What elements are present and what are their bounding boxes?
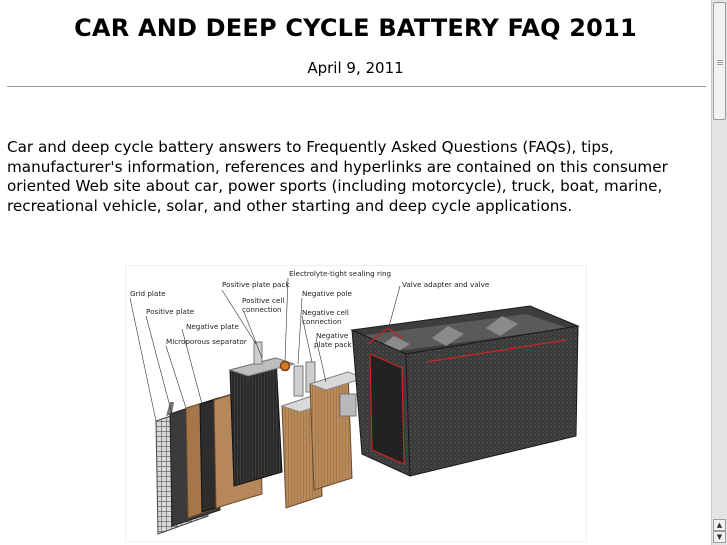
triangle-down-icon: ▼	[716, 533, 723, 541]
battery-cutaway-diagram: Grid plate Positive plate Negative plate…	[125, 265, 587, 542]
page-title: CAR AND DEEP CYCLE BATTERY FAQ 2011	[74, 14, 637, 42]
page-date: April 9, 2011	[307, 59, 404, 77]
battery-case-shape	[350, 305, 580, 477]
label-negative-cell-connection-1: Negative cell	[302, 308, 349, 317]
horizontal-rule	[7, 86, 706, 87]
label-microporous-separator: Microporous separator	[166, 337, 247, 346]
label-grid-plate: Grid plate	[130, 289, 166, 298]
scrollbar-grip-line	[717, 64, 723, 65]
label-positive-cell-connection-1: Positive cell	[242, 296, 284, 305]
label-negative-cell-connection-2: connection	[302, 317, 342, 326]
scroll-down-button[interactable]: ▼	[713, 531, 726, 543]
vertical-scrollbar[interactable]: ▲ ▼	[711, 0, 727, 545]
scrollbar-thumb[interactable]	[713, 2, 726, 120]
triangle-up-icon: ▲	[716, 521, 723, 529]
label-negative-plate-pack-2: plate pack	[314, 340, 352, 349]
page-content: CAR AND DEEP CYCLE BATTERY FAQ 2011 Apri…	[7, 14, 706, 542]
intro-paragraph: Car and deep cycle battery answers to Fr…	[7, 138, 668, 215]
scrollbar-grip-line	[717, 60, 723, 61]
label-positive-cell-connection-2: connection	[242, 305, 282, 314]
label-positive-plate: Positive plate	[146, 307, 195, 316]
label-positive-plate-pack: Positive plate pack	[222, 280, 290, 289]
negative-plate-pack-shape	[308, 371, 366, 491]
scroll-up-button[interactable]: ▲	[713, 519, 726, 531]
scrollbar-grip-line	[717, 62, 723, 63]
label-negative-plate-pack-1: Negative	[316, 331, 349, 340]
label-negative-plate: Negative plate	[186, 322, 239, 331]
sealing-ring-shape	[279, 360, 291, 372]
label-negative-pole: Negative pole	[302, 289, 352, 298]
positive-plate-pack-shape	[228, 341, 296, 487]
label-valve-adapter: Valve adapter and valve	[402, 280, 490, 289]
label-sealing-ring: Electrolyte-tight sealing ring	[289, 269, 391, 278]
leader-lines	[129, 277, 401, 422]
battery-diagram-svg: Grid plate Positive plate Negative plate…	[129, 269, 580, 535]
